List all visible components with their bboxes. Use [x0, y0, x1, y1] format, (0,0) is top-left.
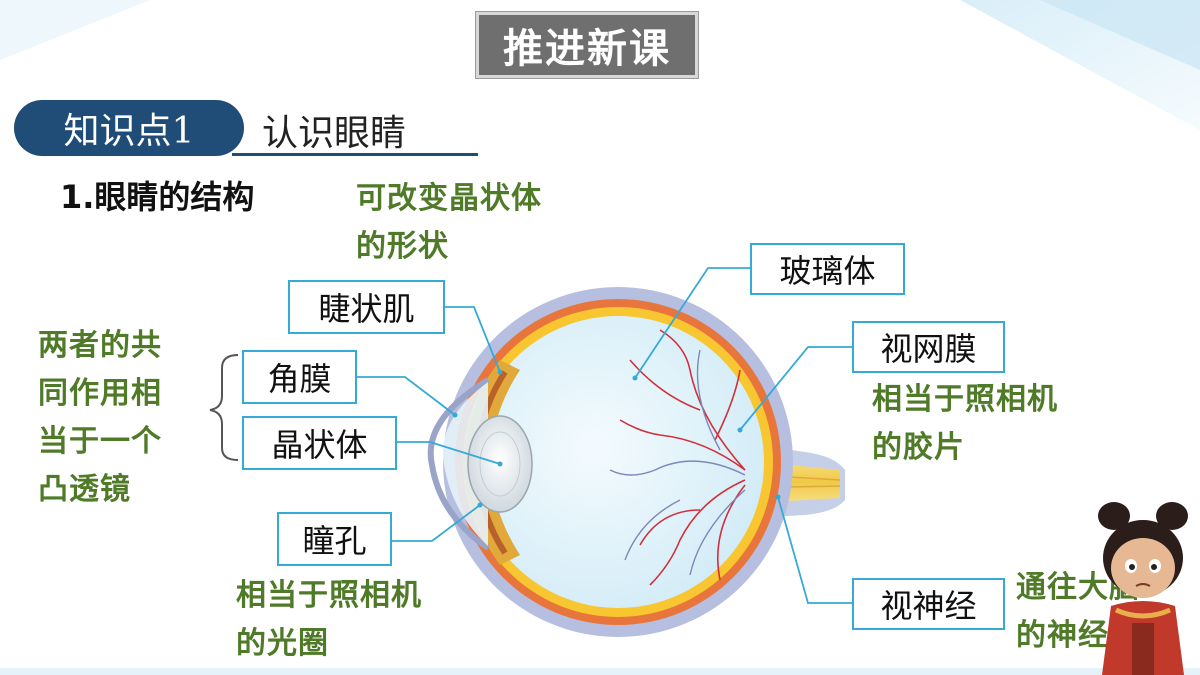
vein — [609, 460, 746, 476]
note-line: 可改变晶状体 — [356, 181, 542, 216]
label-retina: 视网膜 — [852, 321, 1005, 373]
label-pupil: 瞳孔 — [277, 512, 392, 566]
vessel — [714, 369, 741, 441]
header-underline — [232, 153, 478, 156]
ring — [1114, 607, 1172, 619]
leader-endpoints — [452, 369, 781, 508]
pupil-leader — [392, 504, 481, 542]
note-line: 的光圈 — [236, 626, 329, 661]
note-line: 的胶片 — [872, 430, 965, 465]
note-line: 相当于照相机 — [872, 382, 1058, 417]
optic-nerve-leader — [777, 496, 852, 604]
anterior-chamber — [442, 382, 488, 546]
vein — [624, 499, 681, 561]
vein — [696, 349, 721, 451]
note-line: 当于一个 — [38, 424, 162, 459]
mouth — [1135, 583, 1151, 587]
corner-stripe — [0, 0, 150, 60]
lens-leader — [397, 441, 501, 465]
leader-dot — [632, 375, 638, 381]
retina-leader — [739, 346, 852, 431]
label-optic-nerve: 视神经 — [852, 578, 1005, 630]
label-vitreous: 玻璃体 — [750, 243, 905, 295]
note-line: 的神经 — [1016, 618, 1109, 653]
note-convex-lens: 两者的共 同作用相 当于一个 凸透镜 — [38, 322, 162, 514]
cornea — [427, 377, 490, 551]
pupil-dot — [1129, 564, 1135, 570]
note-ciliary-function: 可改变晶状体 的形状 — [356, 175, 542, 271]
mascot-icon — [1098, 502, 1188, 675]
label-cornea: 角膜 — [242, 350, 357, 404]
ciliary-leader — [445, 306, 501, 373]
vessel — [619, 419, 746, 471]
leader-dot — [737, 427, 743, 433]
note-line: 的形状 — [356, 229, 449, 264]
vein — [689, 489, 746, 576]
leader-dot — [775, 494, 781, 500]
note-line: 相当于照相机 — [236, 578, 422, 613]
curly-bracket-icon — [209, 354, 239, 461]
corner-stripe — [1040, 0, 1200, 70]
leader-dot — [452, 412, 458, 418]
slide-title: 推进新课 — [476, 12, 698, 78]
vitreous-leader — [634, 267, 750, 379]
leader-dot — [477, 502, 483, 508]
vitreous-body — [472, 316, 764, 608]
cornea-leader — [357, 376, 456, 416]
note-line: 凸透镜 — [38, 472, 131, 507]
bottom-band — [0, 668, 1200, 675]
pupil-dot — [1151, 564, 1157, 570]
note-retina-function: 相当于照相机 的胶片 — [872, 376, 1058, 472]
hair-bun — [1098, 502, 1130, 530]
leader-dot — [497, 369, 503, 375]
label-lens: 晶状体 — [242, 416, 397, 470]
leader-lines — [357, 267, 852, 604]
hair-bun — [1156, 502, 1188, 530]
vessel — [717, 484, 746, 581]
vessel — [639, 509, 701, 546]
knowledge-point-badge: 知识点1 — [14, 100, 244, 156]
knowledge-point-title: 认识眼睛 — [262, 113, 407, 154]
vessel — [649, 479, 746, 586]
note-line: 同作用相 — [38, 376, 162, 411]
note-pupil-function: 相当于照相机 的光圈 — [236, 572, 422, 668]
belt — [1132, 623, 1154, 675]
lens-layer — [479, 431, 521, 497]
section-heading: 1.眼睛的结构 — [60, 178, 255, 216]
blood-vessels — [619, 329, 746, 586]
veins — [609, 349, 746, 576]
label-ciliary-muscle: 睫状肌 — [288, 280, 445, 334]
vessel — [629, 359, 701, 411]
note-line: 两者的共 — [38, 328, 162, 363]
face — [1111, 538, 1175, 598]
leader-dot — [497, 461, 503, 467]
vessel — [659, 329, 746, 471]
